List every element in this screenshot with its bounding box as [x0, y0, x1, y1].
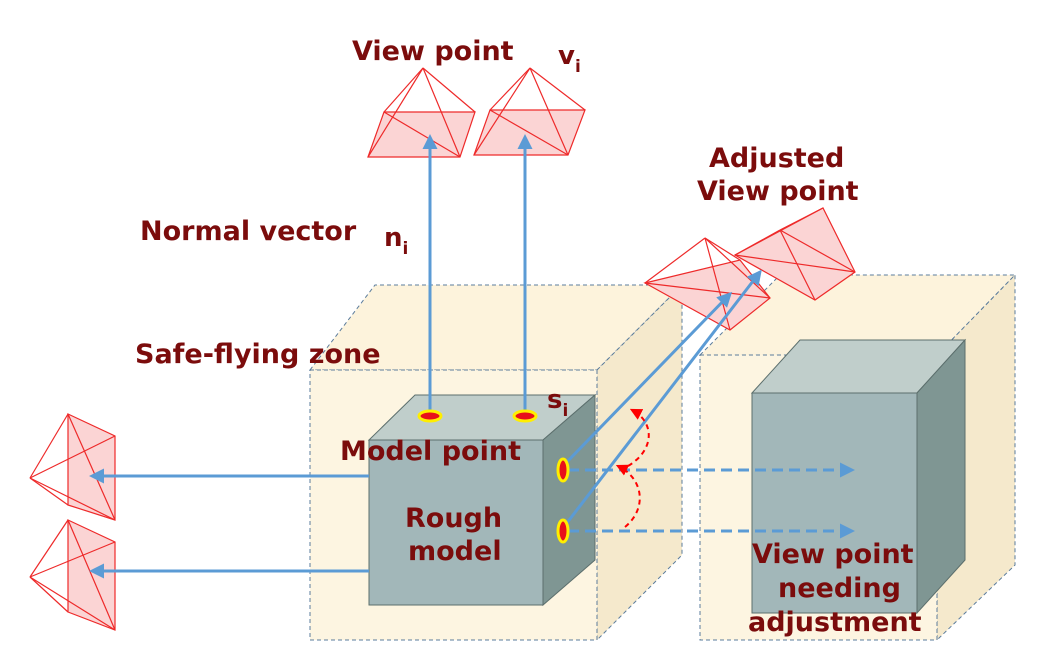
s-i-symbol: si [547, 385, 568, 421]
n-subscript: i [403, 239, 409, 259]
v-subscript: i [575, 57, 581, 77]
model-point-side-2 [556, 518, 570, 544]
rough-model-block [367, 393, 597, 607]
view-point-label: View point [352, 36, 514, 67]
view-point-frustum-2 [473, 67, 586, 156]
view-point-frustum-1 [367, 67, 476, 158]
rotation-arcs [615, 408, 650, 528]
s-subscript: i [562, 401, 568, 421]
adjusted-label-line1: Adjusted [709, 143, 844, 174]
normal-vector-label: Normal vector [140, 216, 357, 247]
model-point-top-1 [417, 409, 443, 423]
normal-vector-arrows [89, 134, 762, 579]
needing-adjustment-label-line2: needing [778, 573, 901, 604]
model-point-label: Model point [340, 436, 521, 467]
s-symbol: s [547, 385, 562, 415]
left-view-point-frustum-2 [29, 519, 116, 631]
dashed-normal-arrows [568, 462, 855, 539]
needing-adjustment-label-line1: View point [752, 539, 914, 570]
left-view-point-frustum-1 [29, 413, 116, 521]
adjusted-view-point-frustum-2 [733, 207, 856, 301]
rough-model-label-line2: model [408, 536, 502, 567]
adjusted-view-point-frustum-1 [643, 237, 771, 331]
n-symbol: n [384, 223, 403, 253]
model-point-side-1 [556, 457, 570, 483]
v-symbol: v [558, 41, 575, 71]
n-i-symbol: ni [384, 223, 408, 259]
model-point-top-2 [512, 409, 538, 423]
model-points [417, 409, 570, 544]
needing-adjustment-label-line3: adjustment [748, 607, 922, 638]
v-i-symbol: vi [558, 41, 581, 77]
adjusted-label-line2: View point [697, 176, 859, 207]
rough-model-label-line1: Rough [405, 503, 502, 534]
safe-flying-zone-label: Safe-flying zone [135, 339, 381, 370]
obstacle-block [750, 338, 967, 615]
